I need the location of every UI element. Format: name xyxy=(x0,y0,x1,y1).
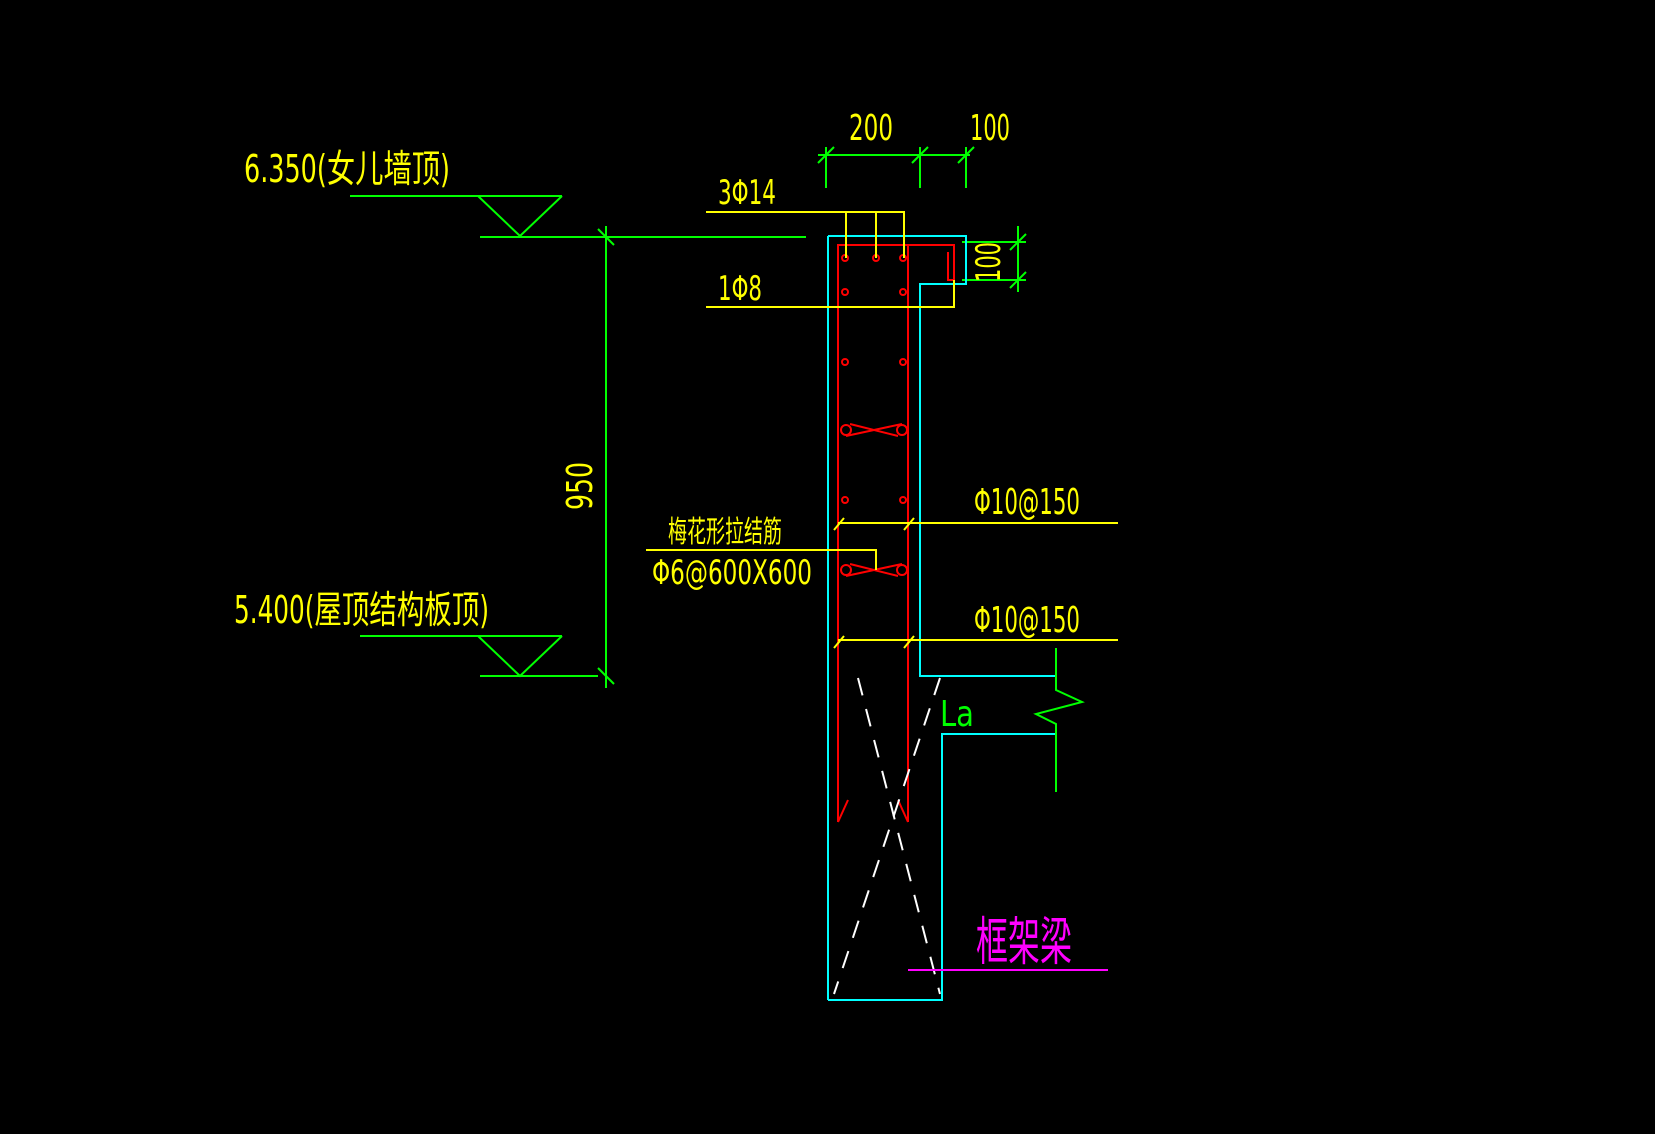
height-dimension-label: 950 xyxy=(560,462,601,510)
frame-beam-label: 框架梁 xyxy=(976,913,1072,973)
width-dimensions: 200 100 xyxy=(817,108,1010,188)
parapet-top-elevation-marker: 6.350(女儿墙顶) xyxy=(244,147,806,238)
top-rebar-leaders xyxy=(706,211,955,308)
roof-slab-elevation-label: 5.400(屋顶结构板顶) xyxy=(234,588,489,632)
tie-bars xyxy=(840,423,908,577)
top-rebar-label: 3Φ14 xyxy=(718,173,776,213)
horizontal-rebar-label-1: Φ10@150 xyxy=(974,482,1080,523)
beam-section-cross xyxy=(833,677,941,995)
tie-bar-spec-label: Φ6@600X600 xyxy=(652,553,812,593)
annotations: 3Φ14 1Φ8 梅花形拉结筋 Φ6@600X600 Φ10@150 Φ10@1… xyxy=(646,173,1118,973)
parapet-top-elevation-label: 6.350(女儿墙顶) xyxy=(244,147,450,191)
roof-slab-elevation-marker: 5.400(屋顶结构板顶) xyxy=(234,588,598,678)
cap-height-dimension: 100 xyxy=(962,226,1027,292)
elevation-triangle-icon xyxy=(477,195,563,238)
tie-bar-name-label: 梅花形拉结筋 xyxy=(668,515,782,550)
longitudinal-bars xyxy=(841,254,907,504)
rebar-cage xyxy=(833,244,955,823)
horizontal-rebar-label-2: Φ10@150 xyxy=(974,600,1080,641)
cover-dimension-label: 100 xyxy=(970,108,1010,149)
cap-rebar-label: 1Φ8 xyxy=(718,269,762,309)
height-dimension: 950 xyxy=(560,226,615,688)
anchorage-label: La xyxy=(940,694,974,735)
width-dimension-label: 200 xyxy=(849,108,893,149)
cap-height-dimension-label: 100 xyxy=(969,242,1009,282)
concrete-outline xyxy=(827,235,1085,1001)
elevation-triangle-icon xyxy=(477,635,563,678)
